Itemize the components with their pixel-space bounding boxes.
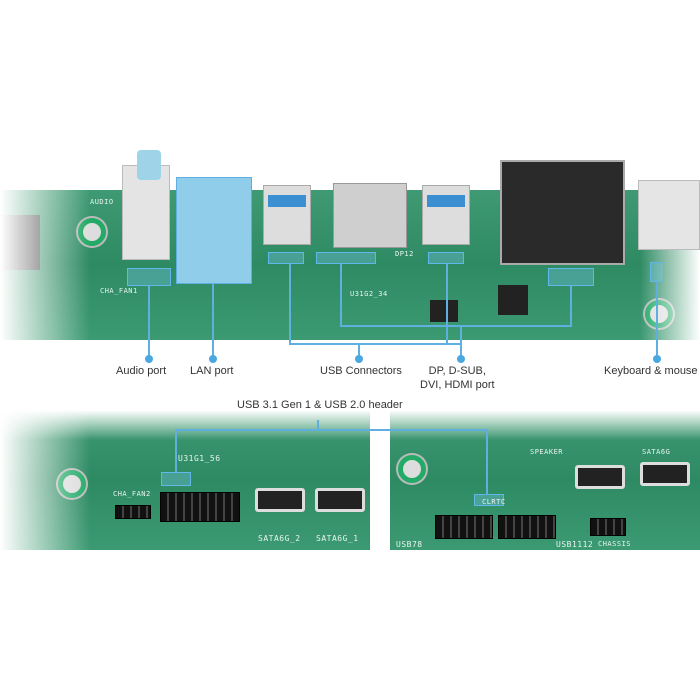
chip <box>498 285 528 315</box>
sata-port <box>315 488 365 512</box>
keyboard-mouse-label: Keyboard & mouse <box>604 365 698 377</box>
callout-line <box>358 343 360 358</box>
usb-port <box>263 185 311 245</box>
callout-dot <box>209 355 217 363</box>
ps2-port <box>638 180 700 250</box>
silk-dp12: DP12 <box>395 250 414 258</box>
ps2-header-highlight <box>650 262 664 282</box>
usb-connectors-label: USB Connectors <box>320 365 402 377</box>
silk-sata2: SATA6G_2 <box>258 534 301 543</box>
silk-usb1112: USB1112 <box>556 540 594 549</box>
callout-line <box>486 429 488 495</box>
callout-line <box>460 325 462 358</box>
usb31-header-highlight <box>161 472 191 486</box>
usb-header-label: USB 3.1 Gen 1 & USB 2.0 header <box>237 399 403 411</box>
hdmi-dp-port <box>333 183 407 248</box>
silk-sata1: SATA6G_1 <box>316 534 359 543</box>
display-ports-label-line1: DP, D-SUB, <box>428 365 486 377</box>
silk-cha-fan2: CHA_FAN2 <box>113 490 151 498</box>
usb-port-inner <box>427 195 465 207</box>
chassis-header <box>590 518 626 536</box>
audio-jack-port <box>137 150 161 180</box>
silk-u31g1: U31G1_56 <box>178 454 221 463</box>
callout-line <box>446 264 448 344</box>
usb-header <box>435 515 493 539</box>
silk-cha-fan1: CHA_FAN1 <box>100 287 138 295</box>
chip <box>430 300 458 322</box>
audio-jack <box>122 165 170 260</box>
silk-speaker: SPEAKER <box>530 448 564 456</box>
display-header-highlight <box>316 252 376 264</box>
audio-port-label: Audio port <box>116 365 167 377</box>
silk-chassis: CHASSIS <box>598 540 632 548</box>
callout-line <box>212 284 214 358</box>
mount-hole <box>398 455 426 483</box>
usb-header <box>498 515 556 539</box>
motherboard-lower-left: CHA_FAN2 U31G1_56 SATA6G_2 SATA6G_1 <box>0 410 370 550</box>
silk-u31g2: U31G2_34 <box>350 290 388 298</box>
usb-header-highlight <box>428 252 464 264</box>
callout-line <box>656 282 658 358</box>
callout-line <box>148 286 150 358</box>
callout-dot <box>653 355 661 363</box>
display-ports-label-line2: DVI, HDMI port <box>420 379 495 391</box>
callout-dot <box>457 355 465 363</box>
sata-port <box>255 488 305 512</box>
callout-line <box>289 343 461 345</box>
dsub-header-highlight <box>548 268 594 286</box>
callout-line <box>317 420 319 430</box>
silk-clrtc: CLRTC <box>482 498 506 506</box>
usb-header <box>160 492 240 522</box>
lan-port-label: LAN port <box>190 365 234 377</box>
sata-port <box>640 462 690 486</box>
silk-usb78: USB78 <box>396 540 423 549</box>
display-ports-label: DP, D-SUB, DVI, HDMI port <box>420 364 495 392</box>
callout-line <box>175 429 488 431</box>
usb-header-highlight <box>268 252 304 264</box>
usb-port <box>422 185 470 245</box>
callout-line <box>289 264 291 344</box>
silk-audio: AUDIO <box>90 198 114 206</box>
sata-port <box>575 465 625 489</box>
callout-dot <box>145 355 153 363</box>
fan-header <box>115 505 151 519</box>
audio-header-highlight <box>127 268 171 286</box>
usb-port-inner <box>268 195 306 207</box>
dsub-dvi-port <box>500 160 625 265</box>
callout-dot <box>355 355 363 363</box>
usb20-header-highlight <box>474 494 504 506</box>
motherboard-lower-right: CLRTC SPEAKER SATA6G USB78 USB1112 CHASS… <box>390 410 700 550</box>
silk-sata6g: SATA6G <box>642 448 671 456</box>
lan-port <box>176 177 252 284</box>
callout-line <box>340 325 572 327</box>
callout-line <box>340 264 342 326</box>
callout-line <box>570 286 572 327</box>
callout-line <box>175 429 177 473</box>
